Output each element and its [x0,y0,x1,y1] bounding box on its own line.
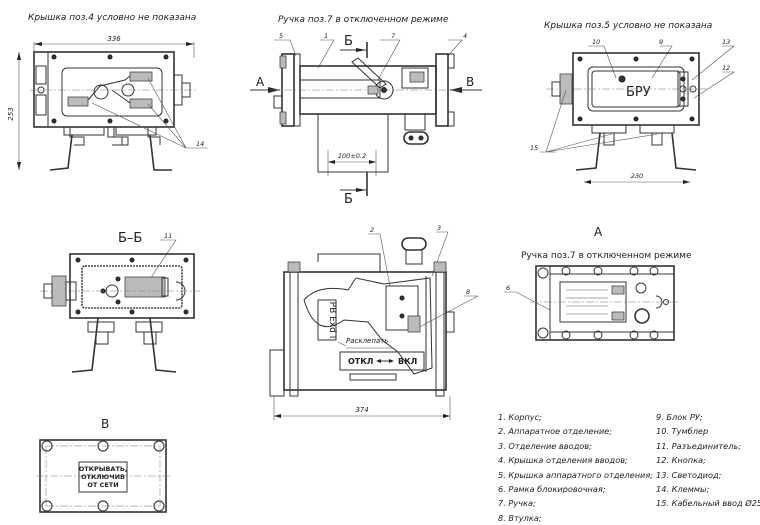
callout-6: 6 [506,284,510,292]
callout-7: 7 [391,32,396,40]
view-a-caption: Ручка поз.7 в отключенном режиме [521,251,692,261]
part-item: 4. Крышка отделения вводов; [498,455,628,466]
section-mark-bottom: Б [344,192,353,207]
part-item: 8. Втулка; [498,512,542,523]
part-item: 2. Аппаратное отделение; [498,426,612,437]
view-arrow-a-label: А [256,75,265,89]
callout-4: 4 [463,32,467,40]
dim-253: 253 [7,107,15,120]
caption-top-right: Крышка поз.5 условно не показана [544,21,712,31]
section-mark-top: Б [344,34,353,49]
part-item: 1. Корпус; [498,412,542,422]
view-a-title: А [594,225,603,239]
view-arrow-b-label: В [466,75,474,89]
label-bru: БРУ [626,85,651,100]
part-item: 3. Отделение вводов; [498,440,592,451]
callout-3: 3 [437,224,441,232]
callout-9: 9 [659,38,663,46]
caption-top-left: Крышка поз.4 условно не показана [28,13,196,23]
callout-15: 15 [530,144,538,152]
dim-336: 336 [107,35,121,43]
part-item: 13. Светодиод; [656,469,722,480]
part-item: 7. Ручка; [498,498,536,509]
view-a: А Ручка поз.7 в отключенном режиме 6 [504,225,692,341]
view-b: В ОТКРЫВАТЬ, ОТКЛЮЧИВ ОТ СЕТИ [36,417,170,513]
section-bb-title: Б–Б [118,231,142,246]
view-top-right: Крышка поз.5 условно не показана 10 9 13… [530,21,736,184]
part-item: 10. Тумблер [656,426,709,437]
part-item: 12. Кнопка; [656,455,706,466]
part-item: 5. Крышка аппаратного отделения; [498,469,654,480]
switch-label-on: ВКЛ [398,357,417,366]
dim-230: 230 [631,172,643,180]
part-item: 9. Блок РУ; [656,412,703,422]
dim-374: 374 [355,406,368,414]
callout-13: 13 [722,38,730,46]
parts-list-left: 1. Корпус; 2. Аппаратное отделение; 3. О… [498,410,653,525]
switch-label-off: ОТКЛ [348,357,373,366]
note-rasklepat: Расклепать [346,337,388,345]
dim-100: 100±0.2 [338,152,366,160]
warning-line-3: ОТ СЕТИ [87,481,118,489]
plate-pb-exd: PB Exd I [327,302,337,339]
view-top-left: Крышка поз.4 условно не показана 336 253 [7,13,208,171]
callout-10: 10 [592,38,600,46]
callout-11: 11 [164,232,172,240]
part-item: 11. Разъединитель; [656,440,742,451]
caption-top-center: Ручка поз.7 в отключенном режиме [278,15,449,25]
callout-2: 2 [370,226,374,234]
warning-line-2: ОТКЛЮЧИВ [81,473,125,481]
callout-14: 14 [196,140,204,148]
part-item: 6. Рамка блокировочная; [498,484,606,495]
view-top-center: Ручка поз.7 в отключенном режиме 5 1 7 4… [250,15,482,207]
view-center: 2 3 8 PB Exd I Расклепать ОТКЛ ВКЛ 37 [269,224,479,420]
callout-5: 5 [279,32,283,40]
parts-list-right: 9. Блок РУ; 10. Тумблер 11. Разъединител… [656,410,760,511]
part-item: 14. Клеммы; [656,484,710,495]
callout-1: 1 [324,32,328,40]
view-section-bb: Б–Б 11 [40,231,200,373]
warning-line-1: ОТКРЫВАТЬ, [79,465,128,473]
part-item: 15. Кабельный ввод Ø25. [656,498,760,509]
callout-12: 12 [722,64,730,72]
view-b-title: В [101,417,109,431]
callout-8: 8 [466,288,470,296]
